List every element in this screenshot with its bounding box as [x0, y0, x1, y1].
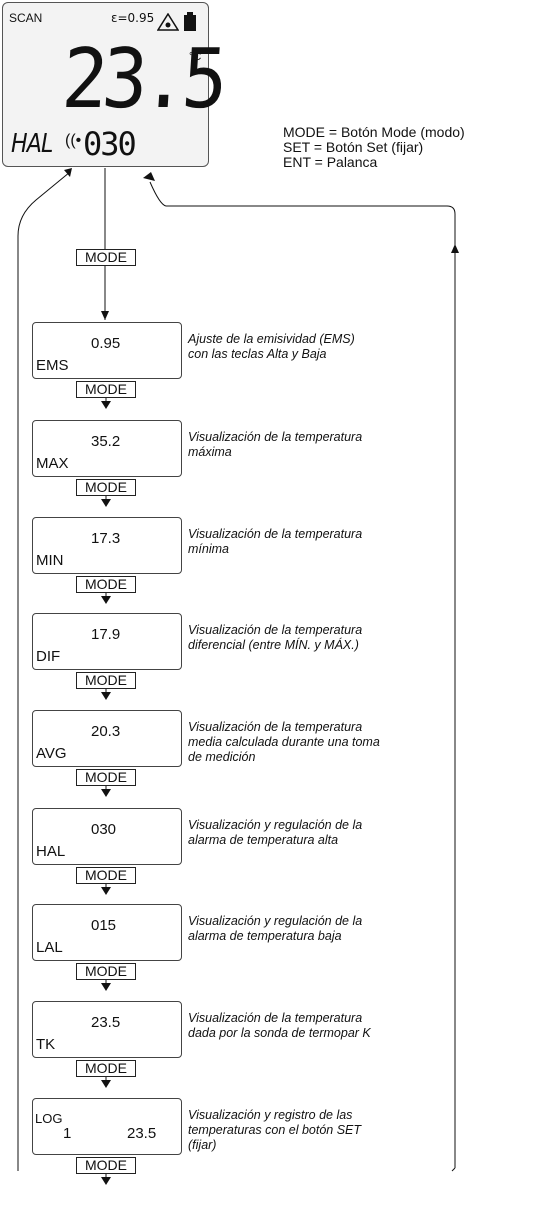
mode-button[interactable]: MODE	[76, 963, 136, 980]
description-line: Visualización de la temperatura	[188, 1011, 363, 1025]
description-line: con las teclas Alta y Baja	[188, 347, 327, 361]
step-code: LAL	[36, 939, 63, 956]
battery-icon	[184, 12, 196, 36]
step-code: MIN	[36, 552, 64, 569]
step-value: 1	[63, 1125, 72, 1142]
down-arrow-icon	[101, 398, 111, 409]
mode-button[interactable]: MODE	[76, 769, 136, 786]
step-value: 015	[91, 917, 117, 934]
step-code: AVG	[36, 745, 67, 762]
step-value-secondary: 23.5	[127, 1125, 157, 1142]
mode-button[interactable]: MODE	[76, 672, 136, 689]
step-value: 0.95	[91, 335, 121, 352]
sound-signal-icon: ((•	[65, 132, 82, 149]
mode-button[interactable]: MODE	[76, 381, 136, 398]
unit-label: °C	[189, 51, 202, 63]
description-line: mínima	[188, 542, 229, 556]
description-line: máxima	[188, 445, 232, 459]
down-arrow-icon	[101, 1077, 111, 1088]
mode-step-dif: DIF 17.9	[32, 613, 182, 670]
step-description: Ajuste de la emisividad (EMS)con las tec…	[188, 332, 355, 362]
description-line: Visualización de la temperatura	[188, 527, 363, 541]
step-code: DIF	[36, 648, 61, 665]
mode-button-top[interactable]: MODE	[76, 249, 136, 266]
mode-step-tk: TK 23.5	[32, 1001, 182, 1058]
scan-indicator: SCAN	[9, 11, 43, 25]
description-line: diferencial (entre MÍN. y MÁX.)	[188, 638, 359, 652]
laser-warning-icon	[156, 12, 180, 36]
down-arrow-icon	[101, 689, 111, 700]
step-value: 23.5	[91, 1014, 121, 1031]
step-value: 17.3	[91, 530, 121, 547]
description-line: Visualización de la temperatura	[188, 623, 363, 637]
step-value: 030	[91, 821, 117, 838]
mode-button[interactable]: MODE	[76, 867, 136, 884]
mode-step-min: MIN 17.3	[32, 517, 182, 574]
down-arrow-icon	[101, 786, 111, 797]
alarm-label: HAL	[11, 129, 53, 159]
description-line: Ajuste de la emisividad (EMS)	[188, 332, 355, 346]
step-code: HAL	[36, 843, 66, 860]
description-line: alarma de temperatura baja	[188, 929, 342, 943]
mode-step-avg: AVG 20.3	[32, 710, 182, 767]
step-code: TK	[36, 1036, 56, 1053]
down-arrow-icon	[101, 980, 111, 991]
mode-button[interactable]: MODE	[76, 1060, 136, 1077]
step-value: 35.2	[91, 433, 121, 450]
description-line: temperaturas con el botón SET	[188, 1123, 362, 1137]
mode-button[interactable]: MODE	[76, 1157, 136, 1174]
description-line: Visualización de la temperatura	[188, 720, 363, 734]
step-code: LOG	[35, 1111, 63, 1126]
description-line: alarma de temperatura alta	[188, 833, 339, 847]
description-line: de medición	[188, 750, 256, 764]
step-value: 20.3	[91, 723, 121, 740]
down-arrow-icon	[101, 593, 111, 604]
description-line: Visualización y regulación de la	[188, 818, 363, 832]
step-code: EMS	[36, 357, 69, 374]
mode-step-lal: LAL 015	[32, 904, 182, 961]
mode-step-ems: EMS 0.95	[32, 322, 182, 379]
lcd-display: SCAN ε=0.95 23.5 °C HAL ((• 030	[2, 2, 225, 167]
step-code: MAX	[36, 455, 69, 472]
description-line: Visualización y regulación de la	[188, 914, 363, 928]
step-value: 17.9	[91, 626, 121, 643]
legend: MODE = Botón Mode (modo) SET = Botón Set…	[283, 125, 465, 170]
legend-set: SET = Botón Set (fijar)	[283, 139, 424, 155]
description-line: media calculada durante una toma	[188, 735, 380, 749]
mode-button[interactable]: MODE	[76, 479, 136, 496]
mode-button[interactable]: MODE	[76, 576, 136, 593]
alarm-value: 030	[83, 125, 137, 163]
description-line: dada por la sonda de termopar K	[188, 1026, 371, 1040]
legend-mode: MODE = Botón Mode (modo)	[283, 124, 465, 140]
description-line: Visualización y registro de las	[188, 1108, 353, 1122]
legend-ent: ENT = Palanca	[283, 154, 378, 170]
down-arrow-icon	[101, 884, 111, 895]
down-arrow-icon	[101, 1174, 111, 1185]
down-arrow-icon	[101, 496, 111, 507]
description-line: Visualización de la temperatura	[188, 430, 363, 444]
mode-step-hal: HAL 030	[32, 808, 182, 865]
mode-step-max: MAX 35.2	[32, 420, 182, 477]
description-line: (fijar)	[188, 1138, 217, 1152]
emissivity-readout: ε=0.95	[111, 11, 155, 25]
